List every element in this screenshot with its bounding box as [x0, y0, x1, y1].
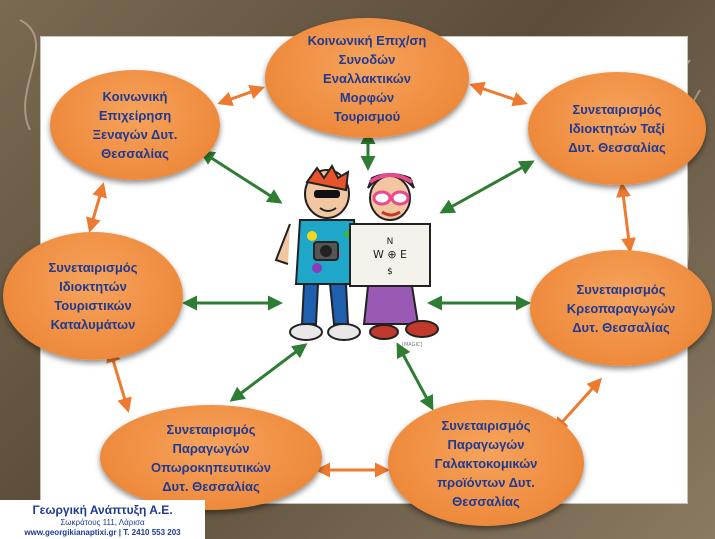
svg-text:$: $: [387, 267, 393, 277]
ring-arrow: [616, 182, 636, 253]
node-top: Κοινωνική Επιχ/ση Συνοδών Εναλλακτικών Μ…: [265, 18, 469, 138]
ring-arrows: [86, 81, 636, 478]
node-middle-right: Συνεταιρισμός Κρεοπαραγωγών Δυτ. Θεσσαλί…: [530, 250, 712, 366]
svg-text:W ⊕ E: W ⊕ E: [373, 248, 407, 261]
image-caption: [MAGIC]: [402, 342, 422, 348]
ring-arrow: [552, 377, 603, 433]
svg-text:N: N: [387, 237, 394, 247]
node-bottom-right: Συνεταιρισμός Παραγωγών Γαλακτοκομικών π…: [388, 400, 584, 526]
spoke-arrow: [229, 343, 308, 402]
spoke-arrows: [182, 129, 535, 411]
tourists-with-map-icon: W ⊕ E N $ [MAGIC]: [274, 164, 439, 348]
ring-arrow: [86, 182, 107, 233]
node-middle-right-label: Συνεταιρισμός Κρεοπαραγωγών Δυτ. Θεσσαλί…: [566, 281, 676, 335]
node-bottom-left: Συνεταιρισμός Παραγωγών Οπωροκηπευτικών …: [100, 405, 322, 510]
node-upper-left: Κοινωνική Επιχείρηση Ξεναγών Δυτ. Θεσσαλ…: [50, 70, 220, 180]
ring-arrow: [106, 347, 132, 413]
company-address: Σωκράτους 111, Λάρισα: [60, 518, 145, 527]
ring-arrow: [217, 84, 265, 107]
spoke-arrow: [396, 342, 434, 411]
node-upper-right: Συνεταιρισμός Ιδιοκτητών Ταξί Δυτ. Θεσσα…: [528, 72, 706, 185]
node-upper-right-label: Συνεταιρισμός Ιδιοκτητών Ταξί Δυτ. Θεσσα…: [568, 102, 666, 155]
node-bottom-left-label: Συνεταιρισμός Παραγωγών Οπωροκηπευτικών …: [151, 421, 271, 494]
node-bottom-right-label: Συνεταιρισμός Παραγωγών Γαλακτοκομικών π…: [434, 417, 538, 509]
footer-logo-block: Γεωργική Ανάπτυξη Α.Ε. Σωκράτους 111, Λά…: [0, 500, 205, 539]
spoke-arrow: [439, 160, 535, 214]
node-middle-left: Συνεταιρισμός Ιδιοκτητών Τουριστικών Κατ…: [3, 232, 183, 360]
company-contact[interactable]: www.georgikianaptixi.gr | T. 2410 553 20…: [24, 528, 181, 537]
node-upper-left-label: Κοινωνική Επιχείρηση Ξεναγών Δυτ. Θεσσαλ…: [92, 89, 178, 161]
node-middle-left-label: Συνεταιρισμός Ιδιοκτητών Τουριστικών Κατ…: [48, 260, 138, 332]
node-top-label: Κοινωνική Επιχ/ση Συνοδών Εναλλακτικών Μ…: [307, 32, 427, 124]
spoke-arrow: [199, 150, 283, 204]
company-name: Γεωργική Ανάπτυξη Α.Ε.: [32, 503, 173, 517]
ring-arrow: [469, 81, 528, 107]
